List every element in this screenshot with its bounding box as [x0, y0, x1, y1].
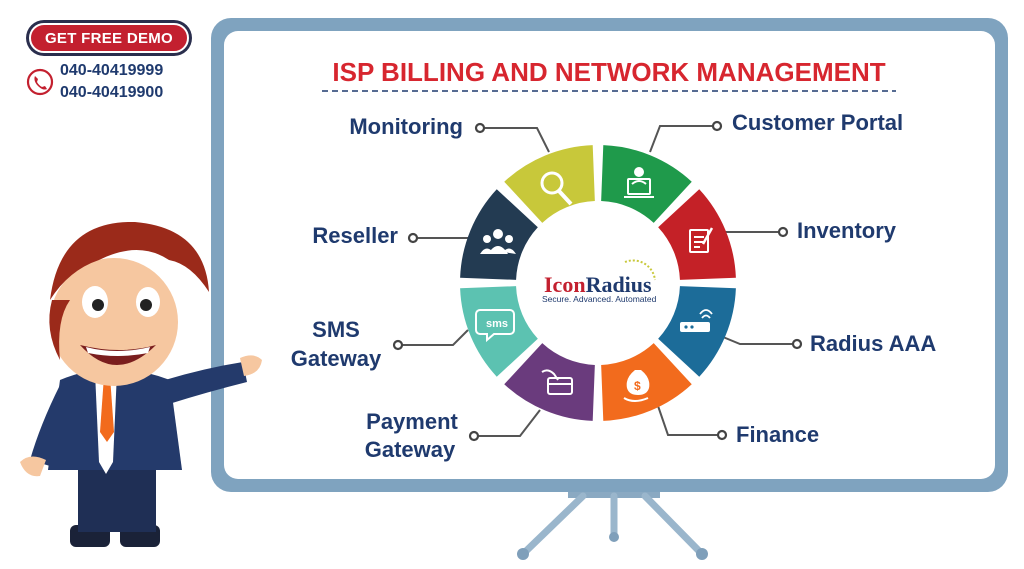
connector-dots [392, 120, 803, 442]
brand-radius-text: Radius [586, 272, 652, 297]
label-finance: Finance [736, 422, 819, 447]
brand-icon-text: Icon [544, 272, 586, 297]
segment-monitoring [504, 145, 595, 223]
demo-button-label: GET FREE DEMO [29, 23, 189, 53]
customer-portal-icon [624, 167, 654, 198]
brand-swoosh [624, 259, 656, 281]
label-customer-portal: Customer Portal [732, 110, 903, 135]
label-radius-aaa: Radius AAA [810, 331, 936, 356]
label-reseller: Reseller [312, 223, 398, 248]
svg-text:sms: sms [486, 318, 508, 330]
easel-stand [517, 490, 708, 560]
center-hub [520, 205, 676, 361]
demo-button[interactable]: GET FREE DEMO [26, 20, 192, 56]
segment-sms-gateway [460, 286, 538, 377]
svg-text:$: $ [634, 379, 641, 393]
group-icon [480, 229, 516, 254]
segment-payment-gateway [504, 343, 595, 421]
brand-tagline: Secure. Advanced. Automated [542, 294, 657, 304]
inventory-icon [689, 227, 714, 253]
phone-number-1[interactable]: 040-40419999 [60, 62, 164, 79]
diagram-title: ISP BILLING AND NETWORK MANAGEMENT [332, 57, 885, 87]
label-inventory: Inventory [797, 218, 897, 243]
module-ring [460, 145, 736, 421]
phone-contact: 040-40419999 040-40419900 [26, 60, 206, 106]
presenter-character [20, 221, 262, 547]
segment-customer-portal [601, 145, 692, 223]
label-monitoring: Monitoring [349, 114, 463, 139]
magnifier-icon [540, 171, 573, 206]
router-icon [680, 309, 713, 332]
card-payment-icon [541, 369, 573, 395]
svg-text:IconRadius: IconRadius [544, 272, 652, 297]
phone-number-2[interactable]: 040-40419900 [60, 84, 164, 101]
money-bag-icon: $ [623, 370, 650, 402]
phone-icon [26, 68, 54, 96]
segment-inventory [658, 189, 736, 280]
sms-icon: sms [475, 309, 515, 343]
